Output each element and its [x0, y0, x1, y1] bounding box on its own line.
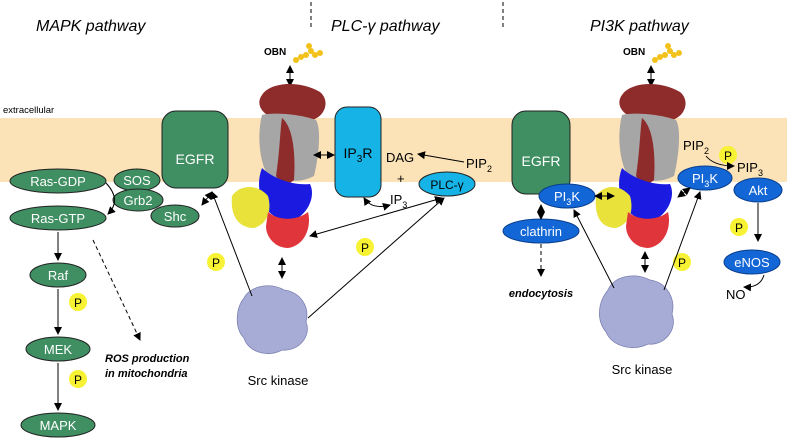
sos-label: SOS: [123, 173, 151, 188]
ras-gtp-label: Ras-GTP: [31, 211, 85, 226]
enos-node: [723, 249, 781, 275]
ros-label-line2: in mitochondria: [105, 368, 188, 380]
phospho-pip: [719, 146, 737, 164]
phospho-akt: [730, 218, 748, 236]
arrow-sos-ras: [105, 182, 116, 215]
phospho-src-right-label: P: [678, 256, 686, 270]
pi3k-node-right: [677, 165, 733, 191]
pi3k-node-left-label: PI3K: [554, 189, 580, 207]
src-kinase-left-label: Src kinase: [248, 373, 309, 388]
pip2-left-label: PIP2: [466, 156, 492, 174]
raf-node: [29, 262, 87, 288]
arrow-ip3r-ip3: [363, 197, 391, 211]
title-pi3k: PI3K pathway: [590, 18, 690, 35]
arrow-src-pi3k-right: [663, 191, 702, 291]
phospho-src-right: [673, 253, 691, 271]
arrow-enos-no: [743, 274, 765, 292]
phospho-src-left-label: P: [212, 256, 220, 270]
plc-gamma-node: [418, 171, 476, 197]
grb2-node: [112, 188, 164, 212]
akt-label: Akt: [749, 183, 768, 198]
title-plc: PLC-γ pathway: [331, 18, 440, 35]
arrow-pip2-pip3: [705, 155, 735, 170]
ip3-label: IP3: [390, 192, 407, 210]
shc-label: Shc: [164, 209, 187, 224]
arrow-ros: [92, 239, 141, 341]
ros-label-line1: ROS production: [105, 353, 190, 365]
title-mapk: MAPK pathway: [36, 18, 146, 35]
ras-gtp-node: [9, 205, 107, 231]
clathrin-label: clathrin: [520, 224, 562, 239]
endocytosis-label: endocytosis: [509, 288, 573, 300]
egfr-left: [161, 110, 229, 189]
ras-gdp-node: [9, 168, 107, 194]
src-kinase-right-label: Src kinase: [612, 362, 673, 377]
phospho-src-left: [207, 253, 225, 271]
ras-gdp-label: Ras-GDP: [30, 174, 86, 189]
grb2-label: Grb2: [124, 193, 153, 208]
mapk-label: MAPK: [40, 418, 77, 433]
ip3r-channel: [334, 106, 382, 198]
pi3k-node-right-label: PI3K: [692, 171, 718, 189]
arrow-src-egfr-left: [210, 191, 253, 297]
phospho-plc: [356, 238, 374, 256]
obn-ligand-right: [652, 43, 682, 63]
mek-node: [25, 336, 91, 362]
pip2-right-label: PIP2: [683, 138, 709, 156]
src-kinase-left: [236, 285, 308, 354]
pip3-label: PIP3: [737, 160, 763, 178]
obn-ligand-left: [293, 43, 323, 63]
plc-gamma-label: PLC-γ: [430, 178, 463, 192]
shc-node: [150, 204, 200, 228]
arrow-receptor-plc: [309, 196, 443, 238]
phospho-mek-mapk: [69, 370, 87, 388]
arrow-pip2-dag: [417, 151, 465, 163]
phospho-pip-label: P: [724, 149, 732, 163]
arrow-egfr-shc: [201, 191, 213, 206]
dag-label: DAG: [386, 150, 414, 165]
receptor-protein-right: [595, 84, 686, 248]
obn-label-right: OBN: [623, 47, 645, 58]
src-kinase-right: [599, 275, 674, 348]
akt-node: [733, 177, 783, 203]
mapk-node: [20, 412, 96, 438]
arrow-receptor-pi3k-right: [677, 187, 691, 198]
ip3r-label: IP3R: [344, 145, 373, 165]
raf-label: Raf: [48, 268, 69, 283]
phospho-raf-mek-label: P: [74, 296, 82, 310]
phospho-mek-mapk-label: P: [74, 373, 82, 387]
phospho-akt-label: P: [735, 221, 743, 235]
no-label: NO: [726, 287, 746, 302]
phospho-plc-label: P: [361, 241, 369, 255]
egfr-right-label: EGFR: [522, 153, 561, 169]
phospho-raf-mek: [69, 293, 87, 311]
egfr-left-label: EGFR: [176, 151, 215, 167]
receptor-protein-left: [231, 84, 326, 248]
enos-label: eNOS: [734, 255, 770, 270]
arrow-src-pi3k-left: [573, 209, 615, 289]
mek-label: MEK: [44, 342, 73, 357]
plus-label: +: [397, 171, 405, 186]
obn-label-left: OBN: [264, 47, 286, 58]
arrow-src-plc: [307, 197, 445, 319]
extracellular-label: extracellular: [3, 105, 54, 116]
